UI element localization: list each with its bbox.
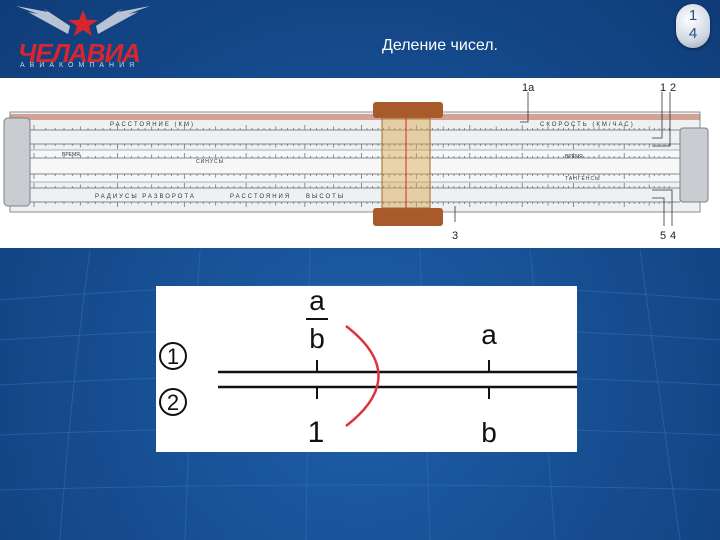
label-time1: ВРЕМЯ [62,152,80,158]
label-radii: РАДИУСЫ РАЗВОРОТА [95,194,196,200]
marker-2-circle [159,388,187,416]
cursor-bottom-grip [373,208,443,226]
marker-1-circle [159,342,187,370]
slide-rule-illustration: РАССТОЯНИЕ (КМ) СКОРОСТЬ (КМ/ЧАС) ВРЕМЯ … [3,82,709,242]
fraction-denominator: b [309,323,325,354]
division-arc [345,325,380,427]
callout-1a: 1а [522,82,535,94]
ruler-top-edge [10,114,700,120]
label-heights: ВЫСОТЫ [306,194,345,200]
division-diagram: 1 2 a b a 1 b [156,285,577,452]
division-diagram-drawing: 1 2 a b a 1 b [159,285,577,449]
label-tangents: ТАНГЕНСЫ [565,176,601,182]
label-time2: ВРЕМЯ [565,154,583,160]
logo-subtext: АВИАКОМПАНИЯ [20,62,140,69]
slide-title: Деление чисел. [382,37,498,54]
callout-1: 1 [660,82,666,94]
page-number-digit-1: 1 [688,7,698,24]
label-distance: РАССТОЯНИЕ (КМ) [110,122,195,128]
logo-text: ЧЕЛАВИА [18,38,141,68]
value-one-label: 1 [308,416,325,449]
label-speed: СКОРОСТЬ (КМ/ЧАС) [540,122,635,128]
value-b-label: b [481,417,497,448]
callout-2: 2 [670,82,676,94]
callout-5: 5 [660,230,666,242]
left-end-cap [3,117,31,207]
callout-3: 3 [452,230,458,242]
wings-emblem-icon [16,6,150,36]
label-sines: СИНУСЫ [196,159,224,165]
page-number-digit-2: 4 [688,25,698,42]
fraction-numerator: a [309,286,325,316]
page-number-badge: 1 4 [676,4,710,48]
slide-header: ЧЕЛАВИА АВИАКОМПАНИЯ Деление чисел. 1 4 [0,0,720,78]
callout-4: 4 [670,230,676,242]
company-logo: ЧЕЛАВИА АВИАКОМПАНИЯ [8,4,158,72]
cursor-top-grip [373,102,443,118]
slide-rule-photo: РАССТОЯНИЕ (КМ) СКОРОСТЬ (КМ/ЧАС) ВРЕМЯ … [0,78,720,248]
label-distance2: РАССТОЯНИЯ [230,194,291,200]
value-a-label: a [481,319,497,350]
marker-1-label: 1 [167,344,179,369]
right-end-cap [679,127,709,203]
marker-2-label: 2 [167,390,179,415]
